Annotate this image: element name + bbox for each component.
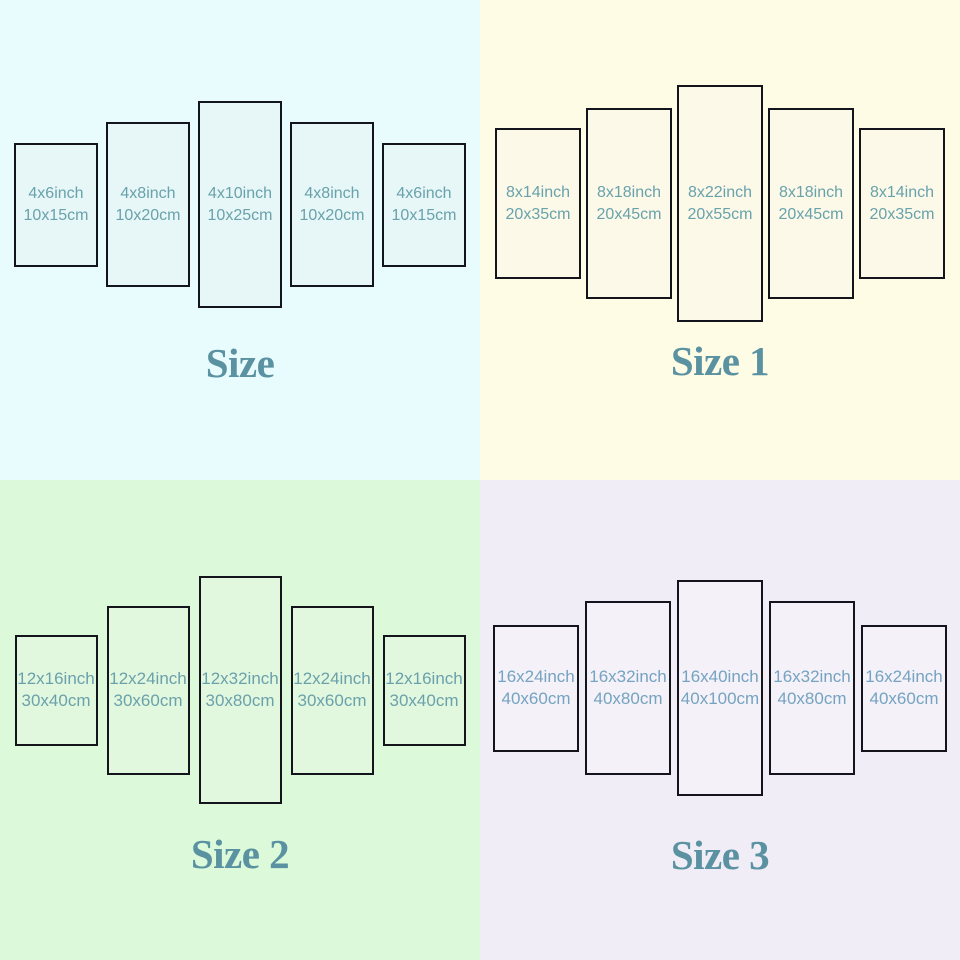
panel-size-inch: 12x24inch [109,668,187,688]
canvas-panel-left-inner: 16x32inch 40x80cm [585,601,671,775]
panel-label: 16x24inch 40x60cm [497,666,575,711]
canvas-panel-center: 4x10inch 10x25cm [198,101,282,308]
panel-size-inch: 16x40inch [681,666,759,686]
panel-size-inch: 16x32inch [773,666,851,686]
canvas-panel-right-outer: 12x16inch 30x40cm [382,634,466,746]
panel-size-cm: 30x80cm [205,691,275,710]
canvas-panel-right-inner: 12x24inch 30x60cm [290,605,374,775]
canvas-panel-right-inner: 16x32inch 40x80cm [769,601,855,775]
panel-size-cm: 30x60cm [113,691,183,710]
quadrant-size-1: 8x14inch 20x35cm 8x18inch 20x45cm 8x22in… [480,0,960,480]
canvas-panel-left-outer: 16x24inch 40x60cm [493,624,579,752]
panel-label: 4x8inch 10x20cm [116,183,181,225]
panel-label: 16x40inch 40x100cm [681,666,759,711]
canvas-panel-left-outer: 4x6inch 10x15cm [14,142,98,267]
panel-size-cm: 40x60cm [869,689,939,708]
panel-label: 8x18inch 20x45cm [597,182,662,224]
canvas-panel-left-inner: 4x8inch 10x20cm [106,122,190,287]
panel-label: 12x16inch 30x40cm [17,668,95,713]
panel-size-inch: 4x10inch [207,185,273,203]
canvas-panel-left-outer: 8x14inch 20x35cm [495,128,581,279]
panel-label: 4x6inch 10x15cm [24,183,89,225]
canvas-panel-center: 12x32inch 30x80cm [198,576,282,804]
quadrant-title: Size [205,340,275,386]
panel-size-cm: 40x100cm [680,689,760,708]
panel-size-cm: 20x35cm [505,205,571,223]
panel-row: 4x6inch 10x15cm 4x8inch 10x20cm 4x10inch… [0,101,480,308]
panel-size-cm: 20x45cm [596,205,662,223]
panel-size-inch: 12x24inch [293,668,371,688]
panel-row: 8x14inch 20x35cm 8x18inch 20x45cm 8x22in… [480,85,960,322]
panel-size-inch: 8x14inch [869,184,935,202]
panel-label: 4x8inch 10x20cm [300,183,365,225]
panel-size-inch: 4x8inch [120,185,176,203]
panel-size-cm: 10x20cm [299,206,365,224]
panel-label: 8x14inch 20x35cm [870,182,935,224]
panel-size-cm: 30x40cm [21,691,91,710]
canvas-panel-left-inner: 8x18inch 20x45cm [586,108,672,299]
panel-size-inch: 8x22inch [687,184,753,202]
panel-size-cm: 30x60cm [297,691,367,710]
panel-size-cm: 10x20cm [115,206,181,224]
panel-label: 16x32inch 40x80cm [589,666,667,711]
panel-row: 16x24inch 40x60cm 16x32inch 40x80cm 16x4… [480,580,960,796]
quadrant-title: Size 2 [190,831,290,877]
quadrant-title: Size 1 [670,338,770,384]
canvas-panel-center: 16x40inch 40x100cm [677,580,763,796]
panel-size-inch: 16x24inch [497,666,575,686]
panel-size-cm: 20x55cm [687,205,753,223]
panel-size-cm: 40x80cm [777,689,847,708]
panel-size-cm: 20x35cm [869,205,935,223]
panel-label: 8x22inch 20x55cm [688,182,753,224]
panel-label: 8x14inch 20x35cm [506,182,571,224]
panel-label: 4x6inch 10x15cm [392,183,457,225]
quadrant-title: Size 3 [670,832,770,878]
panel-label: 12x16inch 30x40cm [385,668,463,713]
panel-label: 8x18inch 20x45cm [779,182,844,224]
panel-size-inch: 12x16inch [385,668,463,688]
canvas-panel-left-inner: 12x24inch 30x60cm [106,605,190,775]
panel-size-inch: 4x8inch [304,185,360,203]
panel-size-inch: 8x18inch [596,184,662,202]
panel-row: 12x16inch 30x40cm 12x24inch 30x60cm 12x3… [0,576,480,804]
panel-size-cm: 10x15cm [23,206,89,224]
panel-size-cm: 30x40cm [389,691,459,710]
quadrant-size: 4x6inch 10x15cm 4x8inch 10x20cm 4x10inch… [0,0,480,480]
panel-label: 4x10inch 10x25cm [208,183,273,225]
canvas-panel-right-outer: 4x6inch 10x15cm [382,142,466,267]
panel-size-inch: 16x32inch [589,666,667,686]
panel-label: 12x24inch 30x60cm [293,668,371,713]
panel-label: 16x24inch 40x60cm [865,666,943,711]
panel-size-cm: 20x45cm [778,205,844,223]
panel-size-cm: 10x25cm [207,206,273,224]
quadrant-size-3: 16x24inch 40x60cm 16x32inch 40x80cm 16x4… [480,480,960,960]
canvas-panel-right-inner: 4x8inch 10x20cm [290,122,374,287]
canvas-panel-right-outer: 8x14inch 20x35cm [859,128,945,279]
panel-size-cm: 40x60cm [501,689,571,708]
panel-size-inch: 8x14inch [505,184,571,202]
panel-label: 16x32inch 40x80cm [773,666,851,711]
canvas-panel-right-outer: 16x24inch 40x60cm [861,624,947,752]
panel-size-inch: 4x6inch [28,185,84,203]
panel-size-cm: 40x80cm [593,689,663,708]
panel-size-inch: 12x16inch [17,668,95,688]
panel-size-inch: 12x32inch [201,668,279,688]
panel-label: 12x32inch 30x80cm [201,668,279,713]
panel-size-cm: 10x15cm [391,206,457,224]
canvas-panel-right-inner: 8x18inch 20x45cm [768,108,854,299]
panel-size-inch: 8x18inch [778,184,844,202]
panel-size-inch: 4x6inch [396,185,452,203]
panel-size-inch: 16x24inch [865,666,943,686]
quadrant-size-2: 12x16inch 30x40cm 12x24inch 30x60cm 12x3… [0,480,480,960]
canvas-panel-center: 8x22inch 20x55cm [677,85,763,322]
canvas-panel-left-outer: 12x16inch 30x40cm [14,634,98,746]
panel-label: 12x24inch 30x60cm [109,668,187,713]
